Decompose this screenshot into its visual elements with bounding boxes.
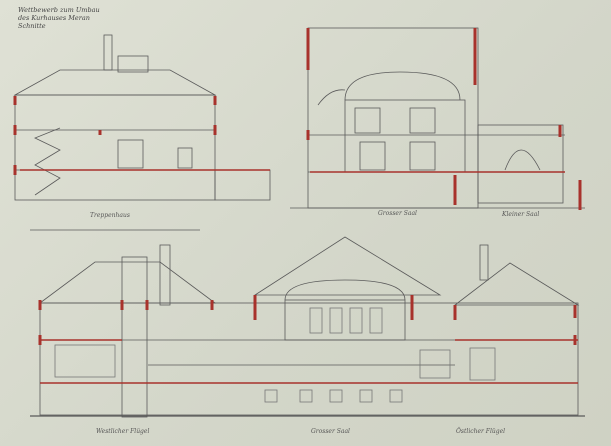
label-west-wing: Westlicher Flügel — [96, 428, 150, 435]
label-east-wing: Östlicher Flügel — [456, 428, 506, 435]
stair-section — [13, 34, 271, 231]
long-section — [30, 236, 585, 418]
label-great-hall-top: Grosser Saal — [378, 210, 417, 217]
title-line: Schnitte — [18, 22, 46, 30]
great-hall-section-top — [290, 27, 585, 210]
label-stair-section: Treppenhaus — [90, 212, 130, 219]
title-line: Wettbewerb zum Umbau — [18, 6, 100, 14]
title-line: des Kurhauses Meran — [18, 14, 90, 22]
label-small-hall: Kleiner Saal — [502, 211, 540, 218]
drawing-title: Wettbewerb zum Umbau des Kurhauses Meran… — [18, 6, 108, 30]
label-great-hall-bottom: Grosser Saal — [311, 428, 350, 435]
